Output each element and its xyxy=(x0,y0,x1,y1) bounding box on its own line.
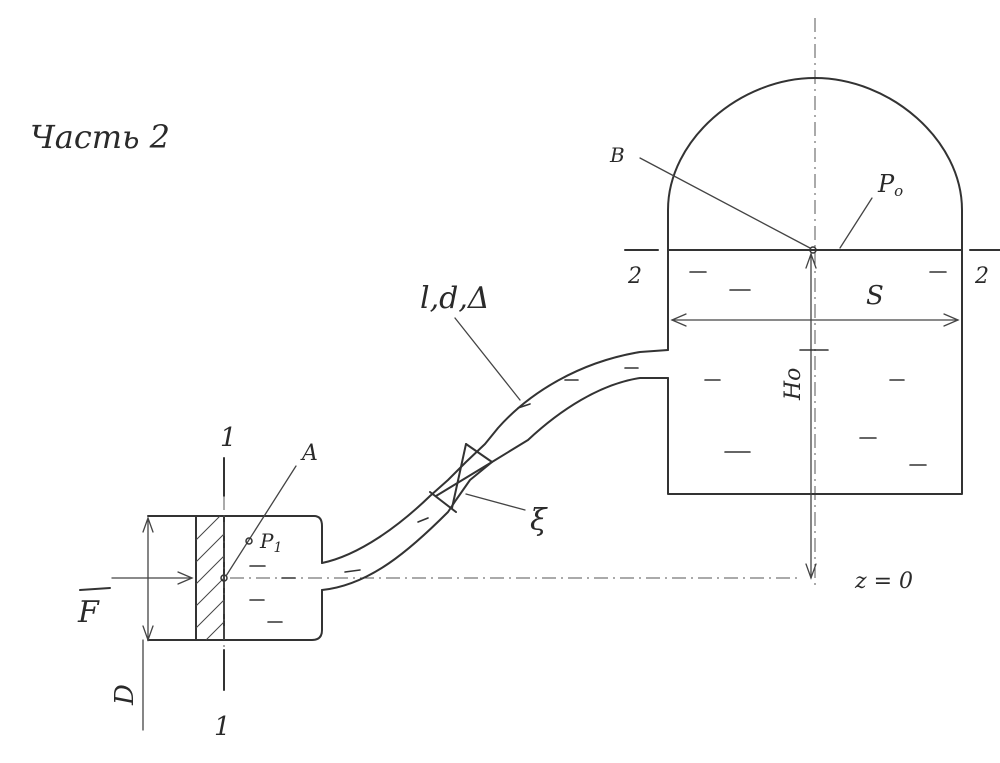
tank-body xyxy=(667,249,963,495)
diameter-d-arrow-bottom xyxy=(142,625,154,642)
point-b-label: B xyxy=(609,143,625,167)
cylinder-liquid-marks xyxy=(249,565,296,623)
height-h0-arrow-top xyxy=(805,252,817,269)
local-loss-label: ξ xyxy=(530,503,548,538)
width-s-arrow-left xyxy=(670,313,687,327)
diameter-d-label: D xyxy=(110,684,140,706)
pipe-lower-wall xyxy=(321,377,669,591)
datum-label: z = 0 xyxy=(854,569,913,594)
point-a-marker xyxy=(220,574,228,582)
force-f-bar xyxy=(79,587,111,591)
local-loss-leader xyxy=(465,493,526,511)
height-h0-arrow-bottom xyxy=(805,563,817,580)
pipe-upper-wall xyxy=(321,349,669,564)
width-s-arrow-right xyxy=(943,313,960,327)
height-h0-label: Ho xyxy=(781,368,806,401)
pressure-p1-label: P1 xyxy=(259,529,282,556)
point-a-label: A xyxy=(300,441,318,466)
title: Часть 2 xyxy=(30,118,170,156)
point-b-leader xyxy=(639,157,811,249)
pipe-liquid-marks xyxy=(344,367,639,573)
section-1-top-label: 1 xyxy=(220,423,237,453)
pipe-params-label: l,d,Δ xyxy=(420,281,490,316)
width-s-label: S xyxy=(866,281,884,311)
tank-liquid-marks xyxy=(689,271,947,466)
pressure-p1-marker xyxy=(245,537,253,545)
piston xyxy=(195,515,225,641)
section-2-right-label: 2 xyxy=(974,264,989,289)
point-a-leader xyxy=(225,465,297,577)
section-2-left-label: 2 xyxy=(627,264,642,289)
force-f-arrowhead xyxy=(177,571,194,585)
force-f-label: F xyxy=(77,595,100,630)
pipe-params-leader xyxy=(454,317,521,401)
cylinder-body xyxy=(147,515,323,641)
diameter-d-arrow-top xyxy=(142,516,154,533)
section-1-bottom-label: 1 xyxy=(214,712,231,742)
valve-local-resistance xyxy=(429,443,493,513)
point-b-marker xyxy=(809,246,817,254)
pressure-p0-leader xyxy=(839,197,873,249)
tank-dome xyxy=(667,77,963,251)
pressure-p0-label: Po xyxy=(877,170,903,200)
